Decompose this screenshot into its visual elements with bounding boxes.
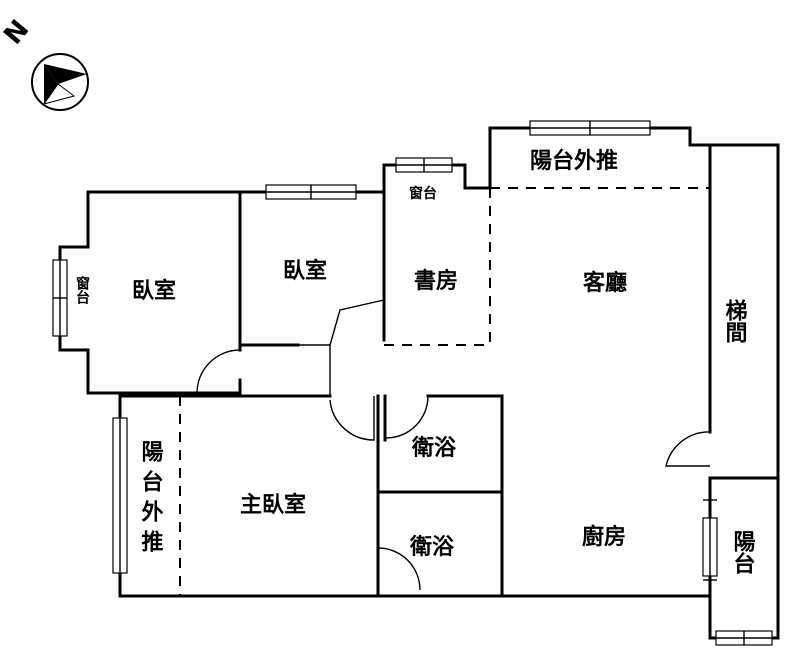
door-left-bedroom — [196, 349, 241, 394]
dashed-lines — [179, 187, 710, 596]
label-master-bedroom: 主臥室 — [240, 492, 306, 518]
door-master — [329, 396, 375, 441]
wall-bath-top — [426, 394, 504, 598]
label-bathroom-lower: 衛浴 — [409, 534, 455, 560]
door-stair — [665, 431, 711, 467]
label-kitchen: 廚房 — [582, 524, 626, 550]
label-bathroom-upper: 衛浴 — [411, 435, 457, 461]
label-balcony-top: 陽台外推 — [530, 148, 618, 174]
label-window-sill-study: 窗台 — [409, 185, 437, 202]
label-balcony-small: 陽台 — [730, 530, 755, 574]
doors — [196, 299, 711, 591]
label-bedroom-left: 臥室 — [132, 278, 176, 304]
door-study — [329, 299, 385, 346]
wall-stairwell — [688, 143, 780, 480]
label-balcony-left: 陽台外推 — [138, 440, 164, 560]
walls — [58, 126, 780, 640]
label-study: 書房 — [414, 268, 458, 294]
north-arrow-icon: N — [0, 15, 89, 111]
label-stairwell: 梯間 — [722, 298, 748, 344]
windows — [52, 120, 773, 646]
door-bath-upper — [385, 395, 429, 439]
label-bedroom-middle: 臥室 — [283, 258, 327, 284]
label-window-sill-left: 窗台 — [74, 275, 90, 305]
door-bath-lower — [377, 547, 421, 591]
compass-letter: N — [0, 15, 35, 51]
door-mid-frame — [298, 344, 331, 396]
label-living-room: 客廳 — [583, 270, 627, 296]
room-labels: 臥室 臥室 書房 客廳 主臥室 衛浴 衛浴 廚房 陽台外推 窗台 梯間 陽台 陽… — [74, 148, 755, 574]
